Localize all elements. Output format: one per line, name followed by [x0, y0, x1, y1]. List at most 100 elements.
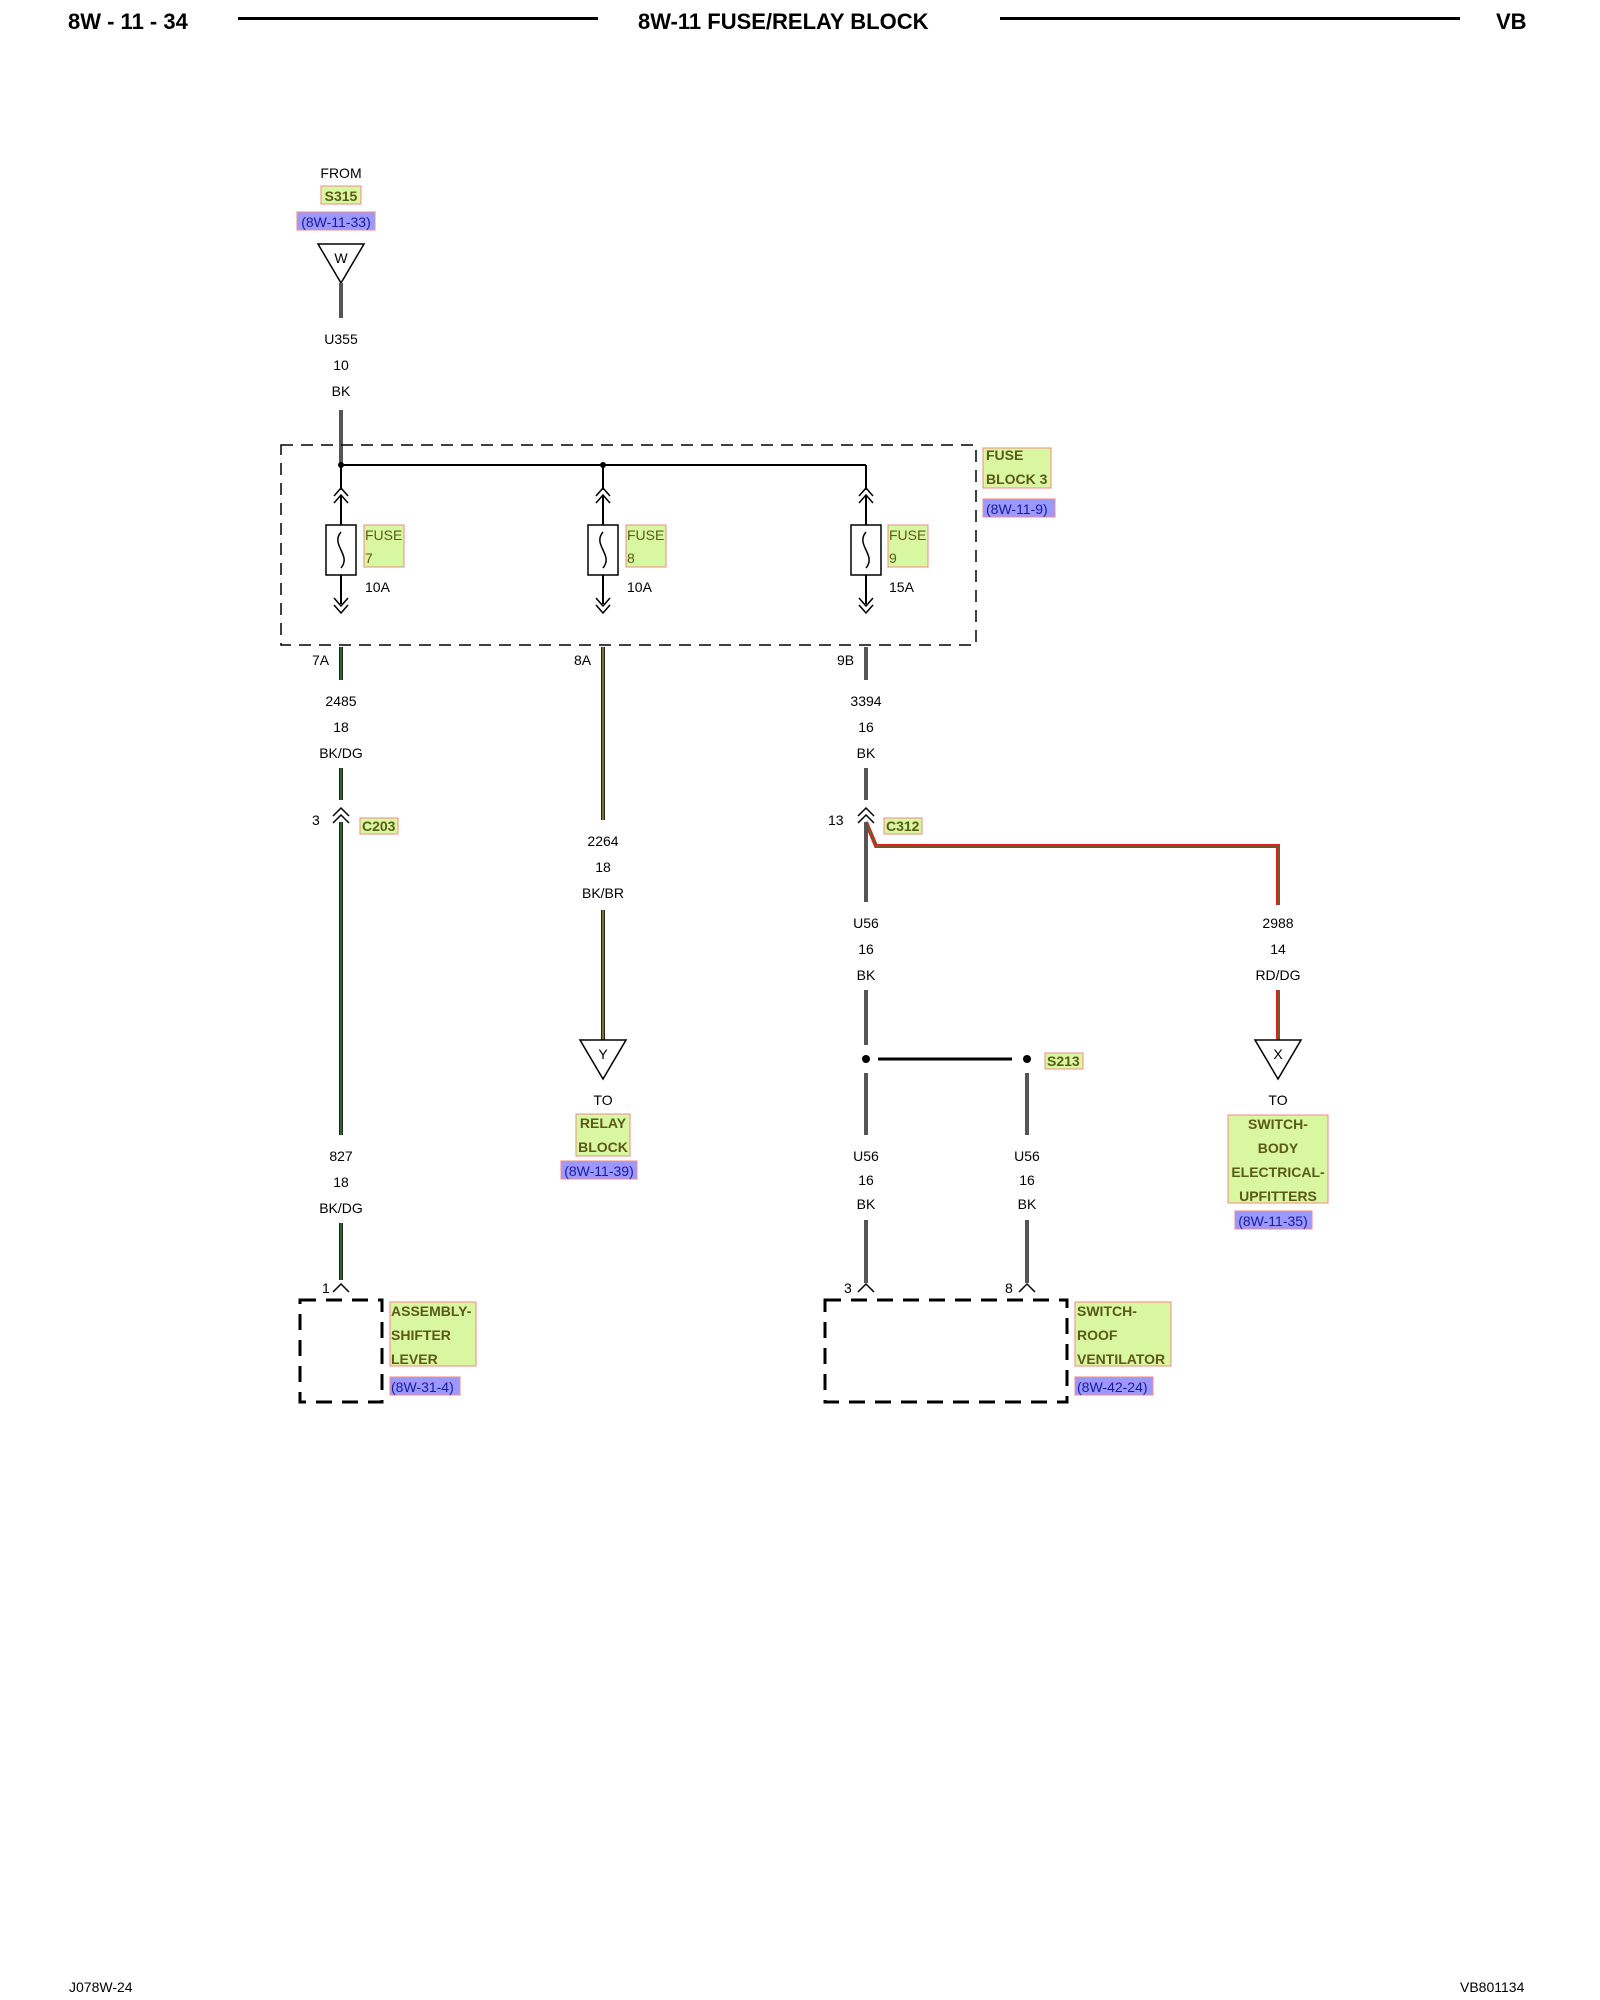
- source-splice-highlight: [320, 185, 362, 205]
- shifter-label-line1: ASSEMBLY-: [391, 1303, 472, 1319]
- wire-827-gauge: 18: [333, 1174, 349, 1190]
- fuse-9-label: FUSE: [889, 527, 926, 543]
- fuse-block-ref-link[interactable]: (8W-11-9): [986, 501, 1048, 517]
- c203-label: C203: [362, 818, 396, 834]
- c312-connector-symbol: [857, 806, 875, 824]
- roof-vent-label-line1: SWITCH-: [1077, 1303, 1137, 1319]
- fuse-7-label: FUSE: [365, 527, 402, 543]
- fuse-8-element: [599, 531, 607, 569]
- upfitter-dest-label-highlight: [1227, 1114, 1329, 1204]
- fuse-8-number: 8: [627, 550, 635, 566]
- upfitter-dest-ref-highlight: [1234, 1210, 1313, 1230]
- relay-dest-label-line1: RELAY: [580, 1115, 627, 1131]
- roof-vent-ref-highlight: [1074, 1376, 1154, 1396]
- fuse-9: FUSE 9 15A: [850, 465, 929, 615]
- fuse-9-label-highlight: [887, 524, 929, 568]
- source-direction: FROM: [320, 165, 361, 181]
- roof-vent-label-line2: ROOF: [1077, 1327, 1118, 1343]
- fuse-7-label-highlight: [363, 524, 405, 568]
- roof-vent-label-line3: VENTILATOR: [1077, 1351, 1165, 1367]
- footer-left-code: J078W-24: [69, 1979, 133, 1995]
- wire-u56-c-color: BK: [1018, 1196, 1037, 1212]
- wire-u56-a-circuit: U56: [853, 915, 879, 931]
- s213-splice-dot: [862, 1055, 870, 1063]
- wire-3394-circuit: 3394: [850, 693, 881, 709]
- shifter-pin-terminal: [332, 1282, 350, 1293]
- wire-2988-gauge: 14: [1270, 941, 1286, 957]
- wire-2485-gauge: 18: [333, 719, 349, 735]
- c312-label-highlight: [883, 817, 923, 835]
- wire-3394-gauge: 16: [858, 719, 874, 735]
- fuse-9-cavity: 9B: [837, 652, 854, 668]
- fuse-7-terminal: [333, 486, 349, 504]
- fuse-7-terminal: [333, 597, 349, 615]
- roof-vent-ref-link[interactable]: (8W-42-24): [1077, 1379, 1148, 1395]
- wire-u355-gauge: 10: [333, 357, 349, 373]
- header-rule-left: [238, 17, 598, 20]
- shifter-label-highlight: [389, 1301, 477, 1367]
- wire-2988-circuit: 2988: [1262, 915, 1293, 931]
- wire-u56-b-circuit: U56: [853, 1148, 879, 1164]
- fuse-8-rating: 10A: [627, 579, 653, 595]
- fuse-8-cavity: 8A: [574, 652, 592, 668]
- fuse-7-number: 7: [365, 550, 373, 566]
- wire-u56-b-color: BK: [857, 1196, 876, 1212]
- fuse-block-label-highlight: [982, 447, 1052, 489]
- wire-u56-b-gauge: 16: [858, 1172, 874, 1188]
- fuse-7-rating: 10A: [365, 579, 391, 595]
- roof-vent-component-outline: [823, 1298, 1069, 1404]
- fuse-8-label: FUSE: [627, 527, 664, 543]
- relay-dest-label-highlight: [575, 1113, 631, 1157]
- relay-dest-ref-link[interactable]: (8W-11-39): [564, 1163, 634, 1179]
- upfitter-dest-label-line3: ELECTRICAL-: [1231, 1164, 1325, 1180]
- wire-u355-color: BK: [332, 383, 351, 399]
- roof-vent-pin-terminal: [857, 1282, 875, 1293]
- source-ref-link[interactable]: (8W-11-33): [301, 214, 371, 230]
- fuse-8-terminal: [595, 597, 611, 615]
- fuse-9-terminal: [858, 486, 874, 504]
- upfitter-dest-ref-link[interactable]: (8W-11-35): [1238, 1213, 1308, 1229]
- fuse-9-element: [862, 531, 870, 569]
- roof-vent-pin-b: 8: [1005, 1280, 1013, 1296]
- fuse-9-number: 9: [889, 550, 897, 566]
- wire-u56-a-color: BK: [857, 967, 876, 983]
- relay-dest-direction: TO: [593, 1092, 612, 1108]
- relay-dest-triangle: [578, 1039, 628, 1081]
- fuse-8: FUSE 8 10A: [587, 465, 667, 615]
- relay-dest-label-line2: BLOCK: [578, 1139, 628, 1155]
- source-connector-triangle: [316, 243, 366, 285]
- c312-pin: 13: [828, 812, 844, 828]
- upfitter-dest-label-line4: UPFITTERS: [1239, 1188, 1317, 1204]
- upfitter-dest-label-line2: BODY: [1258, 1140, 1299, 1156]
- fuse-block-label-line2: BLOCK 3: [986, 471, 1048, 487]
- fuse-block-ref-highlight: [982, 498, 1056, 518]
- fuse-8-label-highlight: [625, 524, 667, 568]
- header-rule-right: [1000, 17, 1460, 20]
- wire-u355-circuit: U355: [324, 331, 358, 347]
- wire-2485-circuit: 2485: [325, 693, 356, 709]
- source-splice-label: S315: [325, 188, 358, 204]
- upfitter-dest-direction: TO: [1268, 1092, 1287, 1108]
- wire-2988-color: RD/DG: [1255, 967, 1300, 983]
- wire-2485-color: BK/DG: [319, 745, 363, 761]
- wire-3394-color: BK: [857, 745, 876, 761]
- shifter-label-line3: LEVER: [391, 1351, 438, 1367]
- source-ref-highlight: [296, 211, 376, 231]
- roof-vent-pin-a: 3: [844, 1280, 852, 1296]
- wire-2264-color: BK/BR: [582, 885, 624, 901]
- fuse-block-label-line1: FUSE: [986, 447, 1023, 463]
- fuse-9-rating: 15A: [889, 579, 915, 595]
- wire-2264-circuit: 2264: [587, 833, 618, 849]
- relay-dest-letter: Y: [598, 1046, 608, 1062]
- shifter-ref-link[interactable]: (8W-31-4): [391, 1379, 454, 1395]
- shifter-ref-highlight: [389, 1376, 461, 1396]
- fuse-block-outline: [280, 444, 977, 646]
- s213-splice-dot: [1023, 1055, 1031, 1063]
- shifter-pin: 1: [322, 1280, 330, 1296]
- wire-2988-tracer: [865, 821, 1279, 905]
- fuse-9-terminal: [858, 597, 874, 615]
- c203-label-highlight: [359, 817, 399, 835]
- c203-connector-symbol: [332, 806, 350, 824]
- s213-label: S213: [1047, 1053, 1080, 1069]
